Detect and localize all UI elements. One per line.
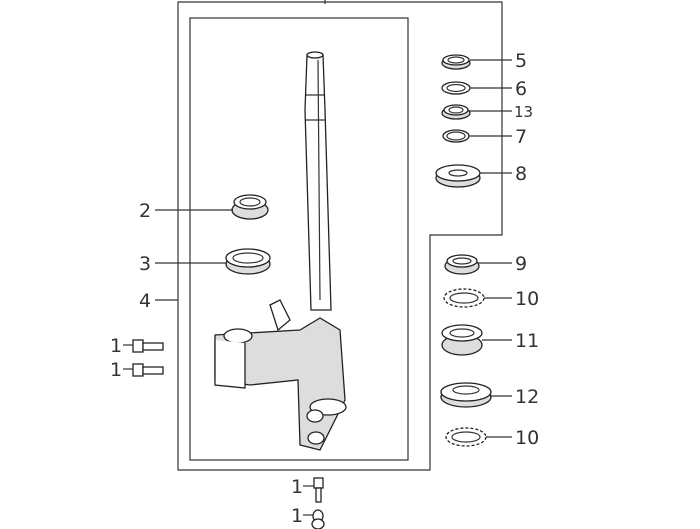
- callout-4: 4: [139, 290, 151, 312]
- callout-5: 5: [515, 50, 527, 72]
- assembly-frame-outer: [177, 1, 503, 471]
- steering-stem: [214, 51, 347, 451]
- callout-10-upper: 10: [515, 288, 539, 310]
- callout-11: 11: [515, 330, 539, 352]
- bearing-3: [225, 248, 271, 275]
- right-parts: [435, 54, 492, 447]
- callout-1-a: 1: [110, 335, 122, 357]
- callout-1-c: 1: [291, 476, 303, 498]
- callout-3: 3: [139, 253, 151, 275]
- leader-lines: [123, 59, 512, 516]
- callout-8: 8: [515, 163, 527, 185]
- callout-1-d: 1: [291, 505, 303, 527]
- callout-12: 12: [515, 386, 539, 408]
- assembly-frame-inner: [189, 17, 409, 461]
- callout-6: 6: [515, 78, 527, 100]
- callout-9: 9: [515, 253, 527, 275]
- bearing-race-2: [231, 194, 269, 220]
- callout-1-b: 1: [110, 359, 122, 381]
- callout-13: 13: [514, 103, 533, 121]
- callout-2: 2: [139, 200, 151, 222]
- callout-7: 7: [515, 126, 527, 148]
- bolts-1: [132, 339, 325, 529]
- callout-10-lower: 10: [515, 427, 539, 449]
